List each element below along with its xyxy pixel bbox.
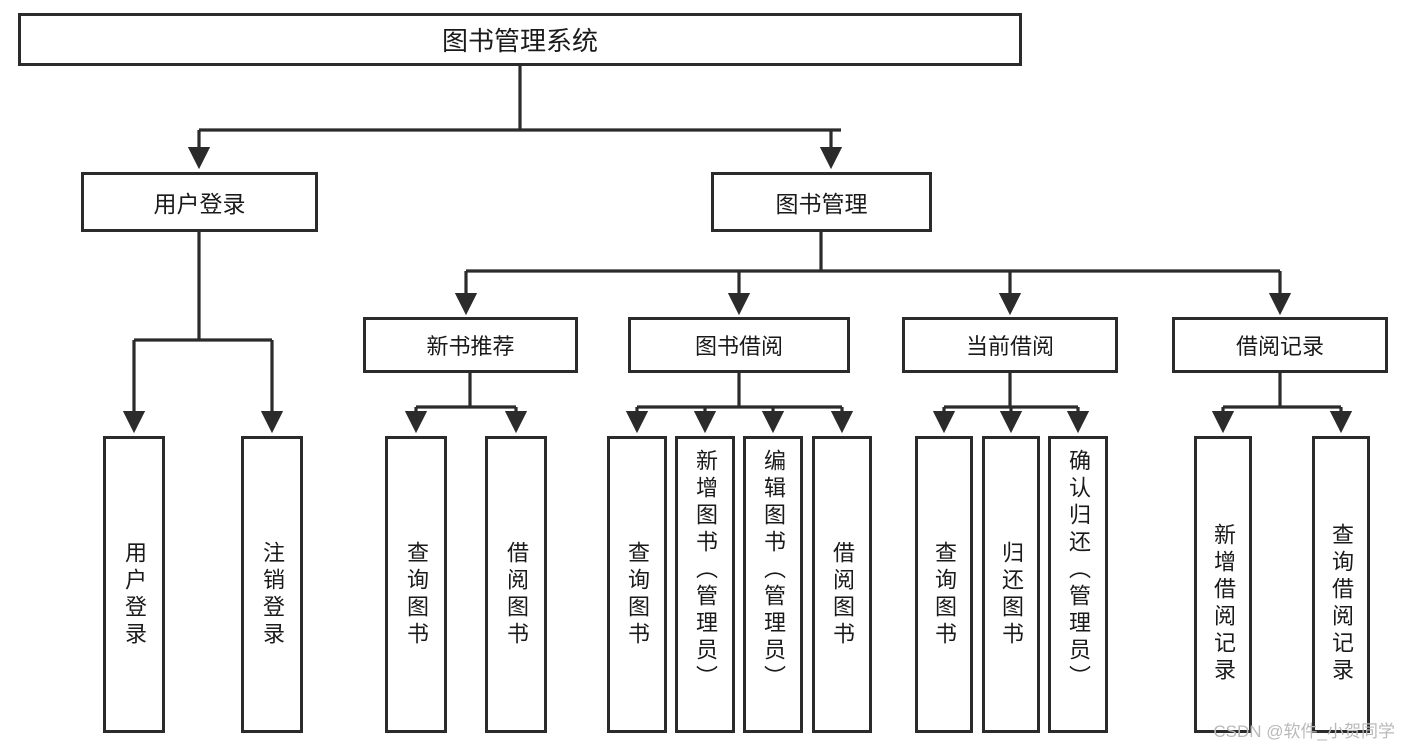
node-label: 图书借阅 [694, 334, 783, 359]
leaf-label: 新增借阅记录 [1211, 523, 1236, 685]
leaf-user-login-logout[interactable]: 注销登录 [241, 436, 303, 733]
node-label: 图书管理系统 [441, 26, 598, 56]
node-label: 当前借阅 [965, 334, 1054, 359]
leaf-book-borrow-query-book[interactable]: 查询图书 [607, 436, 667, 733]
leaf-book-borrow-add-book-admin[interactable]: 新增图书（管理员） [675, 436, 735, 733]
leaf-label: 查询图书 [932, 541, 957, 649]
leaf-label: 查询图书 [404, 541, 429, 649]
node-borrow-record[interactable]: 借阅记录 [1172, 317, 1388, 373]
leaf-label: 确认归还（管理员） [1066, 449, 1091, 692]
node-label: 图书管理 [775, 191, 868, 217]
leaf-borrow-record-add-record[interactable]: 新增借阅记录 [1194, 436, 1252, 733]
leaf-label: 归还图书 [999, 541, 1024, 649]
leaf-label: 用户登录 [122, 541, 147, 649]
node-root-book-management-system[interactable]: 图书管理系统 [18, 13, 1022, 66]
node-label: 借阅记录 [1235, 334, 1324, 359]
leaf-label: 借阅图书 [504, 541, 529, 649]
node-label: 新书推荐 [426, 334, 515, 359]
leaf-new-book-query-book[interactable]: 查询图书 [385, 436, 447, 733]
leaf-label: 查询图书 [625, 541, 650, 649]
leaf-current-borrow-confirm-return-admin[interactable]: 确认归还（管理员） [1048, 436, 1108, 733]
leaf-label: 借阅图书 [830, 541, 855, 649]
csdn-watermark: CSDN @软件_小贺同学 [1213, 722, 1395, 741]
leaf-new-book-borrow-book[interactable]: 借阅图书 [485, 436, 547, 733]
leaf-book-borrow-borrow-book[interactable]: 借阅图书 [812, 436, 872, 733]
leaf-current-borrow-query-book[interactable]: 查询图书 [915, 436, 973, 733]
node-user-login[interactable]: 用户登录 [81, 172, 318, 232]
node-book-management[interactable]: 图书管理 [711, 172, 932, 232]
leaf-user-login-login[interactable]: 用户登录 [103, 436, 165, 733]
leaf-current-borrow-return-book[interactable]: 归还图书 [982, 436, 1040, 733]
leaf-label: 注销登录 [260, 541, 285, 649]
leaf-borrow-record-query-record[interactable]: 查询借阅记录 [1312, 436, 1370, 733]
node-book-borrow[interactable]: 图书借阅 [628, 317, 850, 373]
leaf-label: 新增图书（管理员） [693, 449, 718, 692]
leaf-label: 编辑图书（管理员） [761, 449, 786, 692]
node-current-borrow[interactable]: 当前借阅 [902, 317, 1118, 373]
node-new-book-recommend[interactable]: 新书推荐 [363, 317, 578, 373]
node-label: 用户登录 [153, 191, 246, 217]
leaf-label: 查询借阅记录 [1329, 523, 1354, 685]
leaf-book-borrow-edit-book-admin[interactable]: 编辑图书（管理员） [743, 436, 803, 733]
